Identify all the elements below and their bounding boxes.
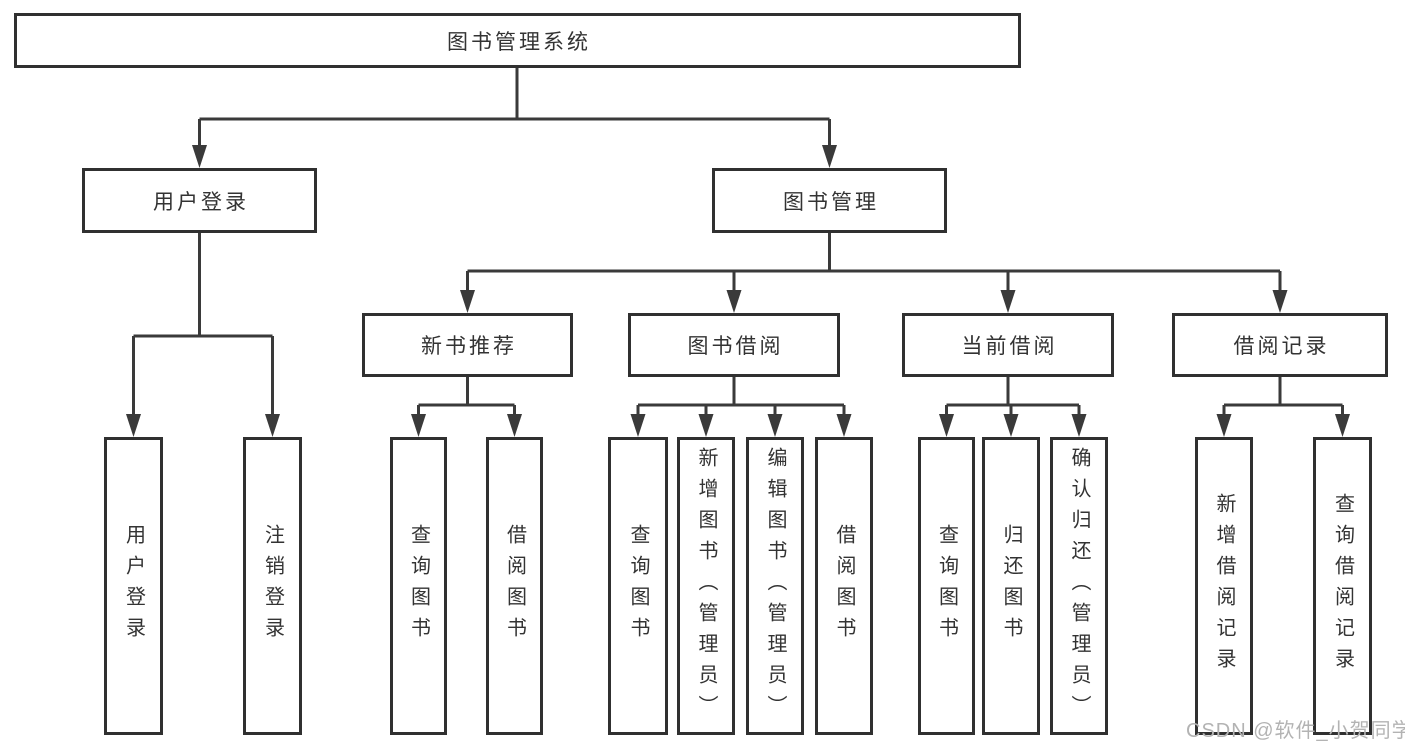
leaf-confirm-return-admin: 确认归还（管理员） — [1050, 437, 1108, 735]
arrow-icon — [726, 290, 742, 313]
arrow-icon — [1071, 414, 1087, 437]
arrow-icon — [1003, 414, 1019, 437]
arrow-icon — [630, 414, 646, 437]
arrow-icon — [767, 414, 783, 437]
node-new-book-recommend: 新书推荐 — [362, 313, 573, 377]
csdn-watermark: CSDN @软件_小贺同学 — [1186, 720, 1405, 742]
arrow-icon — [192, 145, 207, 168]
arrow-icon — [460, 290, 475, 313]
connector-segments — [132, 68, 1344, 418]
leaf-add-borrow-record: 新增借阅记录 — [1195, 437, 1253, 735]
arrow-icon — [836, 414, 852, 437]
arrow-icon — [265, 414, 280, 437]
leaf-query-borrow-record: 查询借阅记录 — [1313, 437, 1372, 735]
arrow-icon — [822, 145, 837, 168]
leaf-query-books-recommend: 查询图书 — [390, 437, 447, 735]
arrow-icon — [939, 414, 954, 437]
leaf-return-books: 归还图书 — [982, 437, 1040, 735]
arrow-icon — [507, 414, 522, 437]
node-root-system: 图书管理系统 — [14, 13, 1021, 68]
arrow-icon — [1216, 414, 1232, 437]
leaf-user-login: 用户登录 — [104, 437, 163, 735]
node-book-management-branch: 图书管理 — [712, 168, 947, 233]
leaf-borrow-books-recommend: 借阅图书 — [486, 437, 543, 735]
arrowheads — [126, 145, 1350, 437]
leaf-add-books-admin: 新增图书（管理员） — [677, 437, 735, 735]
arrow-icon — [1272, 290, 1288, 313]
arrow-icon — [1000, 290, 1016, 313]
arrow-icon — [1335, 414, 1350, 437]
node-book-borrowing: 图书借阅 — [628, 313, 840, 377]
leaf-edit-books-admin: 编辑图书（管理员） — [746, 437, 804, 735]
node-user-login-branch: 用户登录 — [82, 168, 317, 233]
leaf-logout: 注销登录 — [243, 437, 302, 735]
leaf-query-books-current: 查询图书 — [918, 437, 975, 735]
arrow-icon — [411, 414, 426, 437]
leaf-query-books-borrowing: 查询图书 — [608, 437, 668, 735]
node-borrowing-records: 借阅记录 — [1172, 313, 1388, 377]
leaf-borrow-books: 借阅图书 — [815, 437, 873, 735]
node-current-borrowing: 当前借阅 — [902, 313, 1114, 377]
arrow-icon — [698, 414, 714, 437]
arrow-icon — [126, 414, 141, 437]
